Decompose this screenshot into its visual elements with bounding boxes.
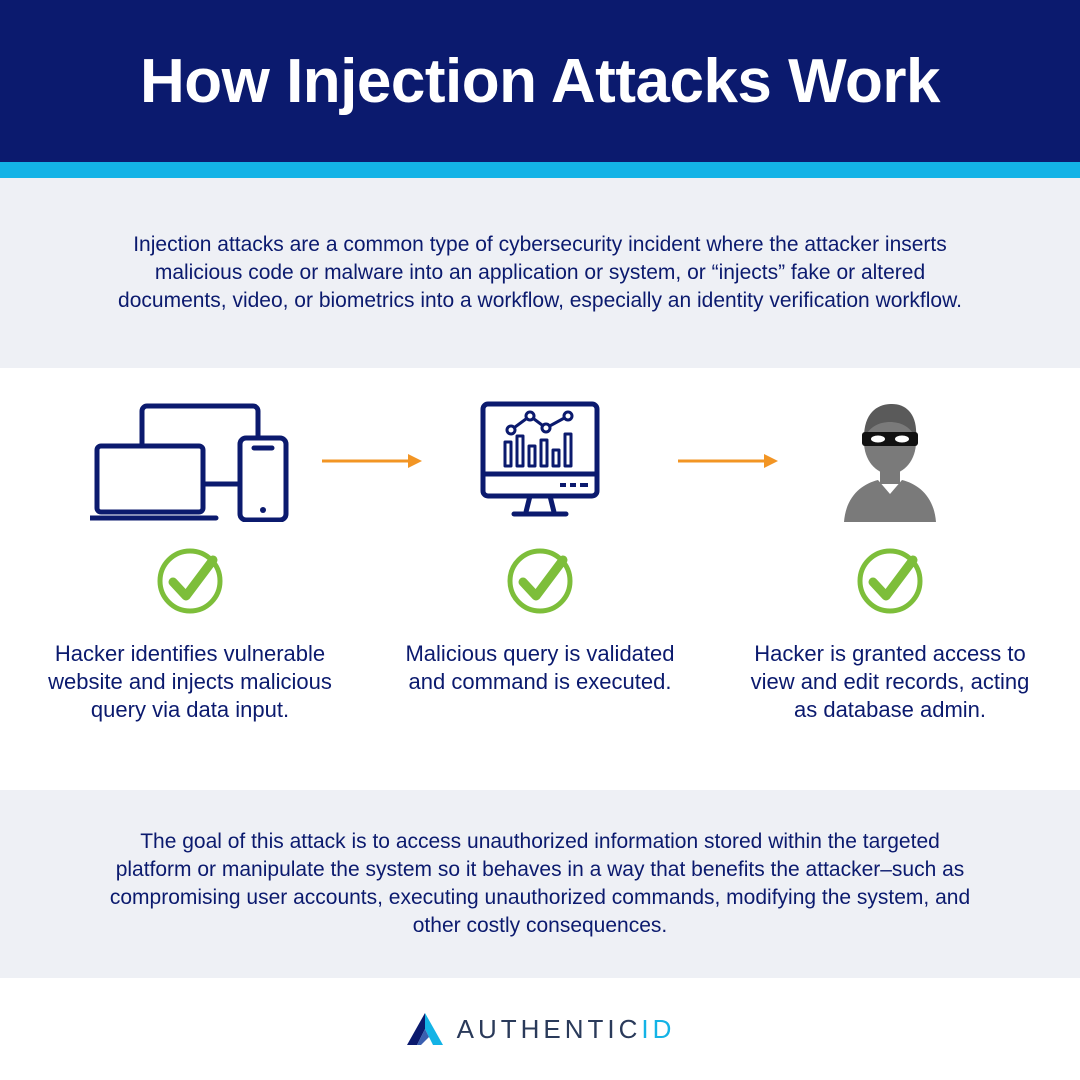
steps-section: Hacker identifies vulnerable website and… [0, 368, 1080, 790]
monitor-chart-icon [480, 401, 600, 517]
goal-text: The goal of this attack is to access una… [109, 830, 971, 937]
arrow-right-icon [322, 454, 422, 468]
devices-icon [90, 403, 289, 522]
logo-text-part1: AUTHENTIC [456, 1013, 642, 1044]
page-title: How Injection Attacks Work [139, 46, 941, 116]
step-1: Hacker identifies vulnerable website and… [40, 368, 340, 790]
footer: AUTHENTICID [0, 978, 1080, 1080]
intro-text: Injection attacks are a common type of c… [118, 233, 962, 312]
check-icon [857, 548, 923, 614]
authenticid-logo-icon [406, 1013, 443, 1045]
intro-section: Injection attacks are a common type of c… [0, 178, 1080, 368]
step-3: Hacker is granted access to view and edi… [740, 368, 1040, 790]
check-icon [157, 548, 223, 614]
step-3-caption: Hacker is granted access to view and edi… [750, 641, 1030, 722]
arrow-right-icon [678, 454, 778, 468]
logo-text: AUTHENTICID [457, 1014, 676, 1045]
step-1-caption: Hacker identifies vulnerable website and… [48, 641, 332, 722]
logo-text-part2: ID [641, 1013, 676, 1044]
step-2-caption: Malicious query is validated and command… [405, 641, 675, 694]
goal-section: The goal of this attack is to access una… [0, 790, 1080, 978]
header-banner: How Injection Attacks Work [0, 0, 1080, 162]
check-icon [507, 548, 573, 614]
hacker-icon [844, 404, 936, 522]
step-2: Malicious query is validated and command… [390, 368, 690, 790]
accent-stripe [0, 162, 1080, 178]
brand-logo: AUTHENTICID [405, 1011, 676, 1047]
